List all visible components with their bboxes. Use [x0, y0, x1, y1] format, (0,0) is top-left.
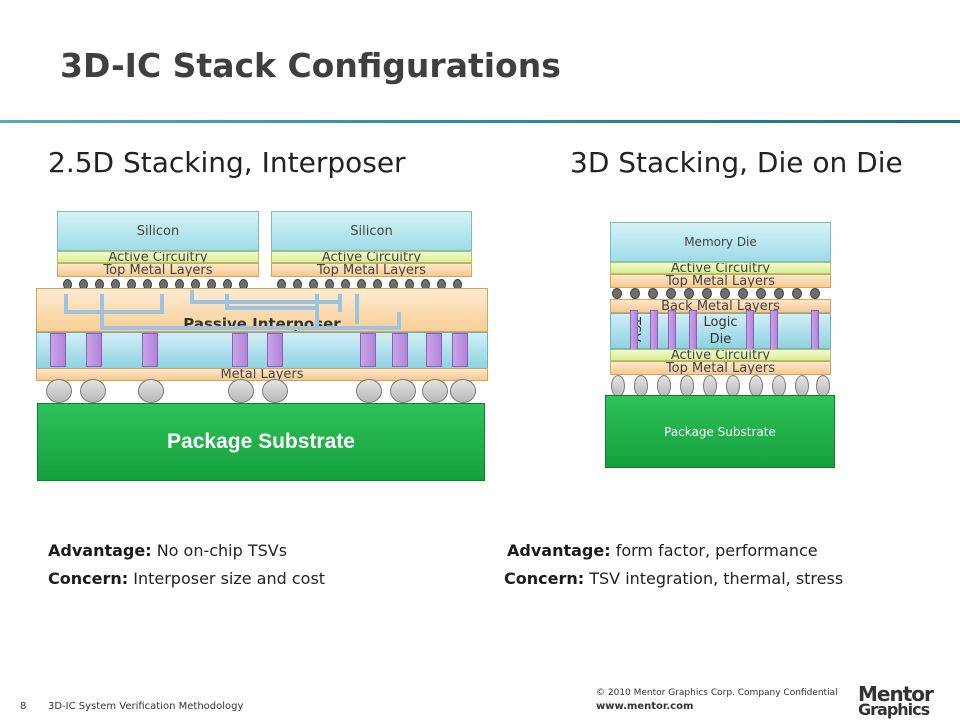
right-top-metal: Top Metal Layers: [271, 263, 472, 277]
right-concern-text: TSV integration, thermal, stress: [584, 569, 844, 588]
interposer-route: [64, 310, 164, 314]
right-concern: Concern: TSV integration, thermal, stres…: [504, 569, 843, 588]
interposer-tsv: [360, 333, 376, 367]
interposer-route: [397, 312, 401, 330]
solder-ball: [611, 375, 625, 397]
interposer-tsv: [232, 333, 248, 367]
logo-line-1: Mentor: [858, 682, 934, 706]
solder-ball: [46, 379, 72, 403]
interposer-tsv: [426, 333, 442, 367]
solder-ball: [450, 379, 476, 403]
left-advantage-text: No on-chip TSVs: [151, 541, 288, 560]
right-active-circuitry: Active Circuitry: [271, 251, 472, 263]
solder-ball: [138, 379, 164, 403]
microbump: [810, 288, 820, 299]
logic-active-circuitry: Active Circuitry: [610, 349, 831, 361]
left-advantage-label: Advantage:: [48, 541, 152, 560]
microbump: [702, 288, 712, 299]
footer-copyright: © 2010 Mentor Graphics Corp. Company Con…: [596, 688, 838, 698]
interposer-route: [190, 300, 340, 304]
solder-ball: [228, 379, 254, 403]
memory-die: Memory Die: [610, 222, 831, 262]
microbump: [738, 288, 748, 299]
solder-ball: [356, 379, 382, 403]
logic-top-metal: Top Metal Layers: [610, 361, 831, 375]
solder-ball: [726, 375, 740, 397]
left-heading: 2.5D Stacking, Interposer: [48, 146, 406, 179]
solder-ball: [262, 379, 288, 403]
left-active-circuitry: Active Circuitry: [57, 251, 259, 263]
microbump: [648, 288, 658, 299]
solder-ball: [422, 379, 448, 403]
solder-ball: [680, 375, 694, 397]
mentor-graphics-logo: Mentor Graphics: [858, 682, 934, 719]
right-advantage: Advantage: form factor, performance: [507, 541, 818, 560]
solder-ball: [772, 375, 786, 397]
interposer-core: [36, 332, 488, 370]
right-advantage-label: Advantage:: [507, 541, 611, 560]
microbump: [666, 288, 676, 299]
left-silicon: Silicon: [57, 211, 259, 251]
interposer-route: [64, 294, 68, 312]
interposer-route: [100, 294, 104, 330]
solder-ball: [80, 379, 106, 403]
interposer-route: [225, 306, 315, 310]
right-advantage-text: form factor, performance: [610, 541, 818, 560]
solder-ball: [816, 375, 830, 397]
interposer-route: [355, 294, 359, 324]
interposer-route: [225, 294, 229, 310]
page-number: 8: [20, 701, 27, 712]
footer-website: www.mentor.com: [596, 701, 694, 712]
slide-title: 3D-IC Stack Configurations: [60, 46, 561, 85]
memory-active-circuitry: Active Circuitry: [610, 262, 831, 274]
solder-ball: [390, 379, 416, 403]
solder-ball: [795, 375, 809, 397]
solder-ball: [749, 375, 763, 397]
logo-line-2: Graphics: [858, 700, 930, 719]
left-top-metal: Top Metal Layers: [57, 263, 259, 277]
microbump: [612, 288, 622, 299]
interposer-tsv: [50, 333, 66, 367]
memory-top-metal: Top Metal Layers: [610, 274, 831, 288]
microbump: [756, 288, 766, 299]
logic-die-label: Logic: [703, 315, 738, 330]
left-package-substrate: Package Substrate: [37, 403, 485, 481]
microbump: [630, 288, 640, 299]
title-divider: [0, 120, 960, 123]
right-package-substrate: Package Substrate: [605, 395, 835, 468]
left-concern-text: Interposer size and cost: [128, 569, 326, 588]
interposer-route: [315, 294, 319, 328]
logic-die-label-2: Die: [709, 332, 732, 347]
interposer-tsv: [267, 333, 283, 367]
interposer-tsv: [452, 333, 468, 367]
solder-ball: [657, 375, 671, 397]
solder-ball: [703, 375, 717, 397]
footer-presentation-title: 3D-IC System Verification Methodology: [48, 701, 244, 712]
interposer-route: [190, 290, 194, 304]
interposer-metal-layers: Metal Layers: [36, 368, 488, 381]
back-metal-layers: Back Metal Layers: [610, 299, 831, 313]
left-advantage: Advantage: No on-chip TSVs: [48, 541, 287, 560]
microbump: [720, 288, 730, 299]
logic-die: Logic Die: [610, 313, 831, 349]
right-concern-label: Concern:: [504, 569, 585, 588]
interposer-route: [100, 326, 400, 330]
interposer-route: [160, 294, 164, 314]
solder-ball: [634, 375, 648, 397]
right-silicon: Silicon: [271, 211, 472, 251]
microbump: [792, 288, 802, 299]
interposer-tsv: [142, 333, 158, 367]
microbump: [684, 288, 694, 299]
left-concern: Concern: Interposer size and cost: [48, 569, 325, 588]
left-concern-label: Concern:: [48, 569, 129, 588]
interposer-tsv: [392, 333, 408, 367]
interposer-tsv: [86, 333, 102, 367]
microbump: [774, 288, 784, 299]
interposer-route: [338, 294, 342, 312]
right-heading: 3D Stacking, Die on Die: [570, 146, 903, 179]
